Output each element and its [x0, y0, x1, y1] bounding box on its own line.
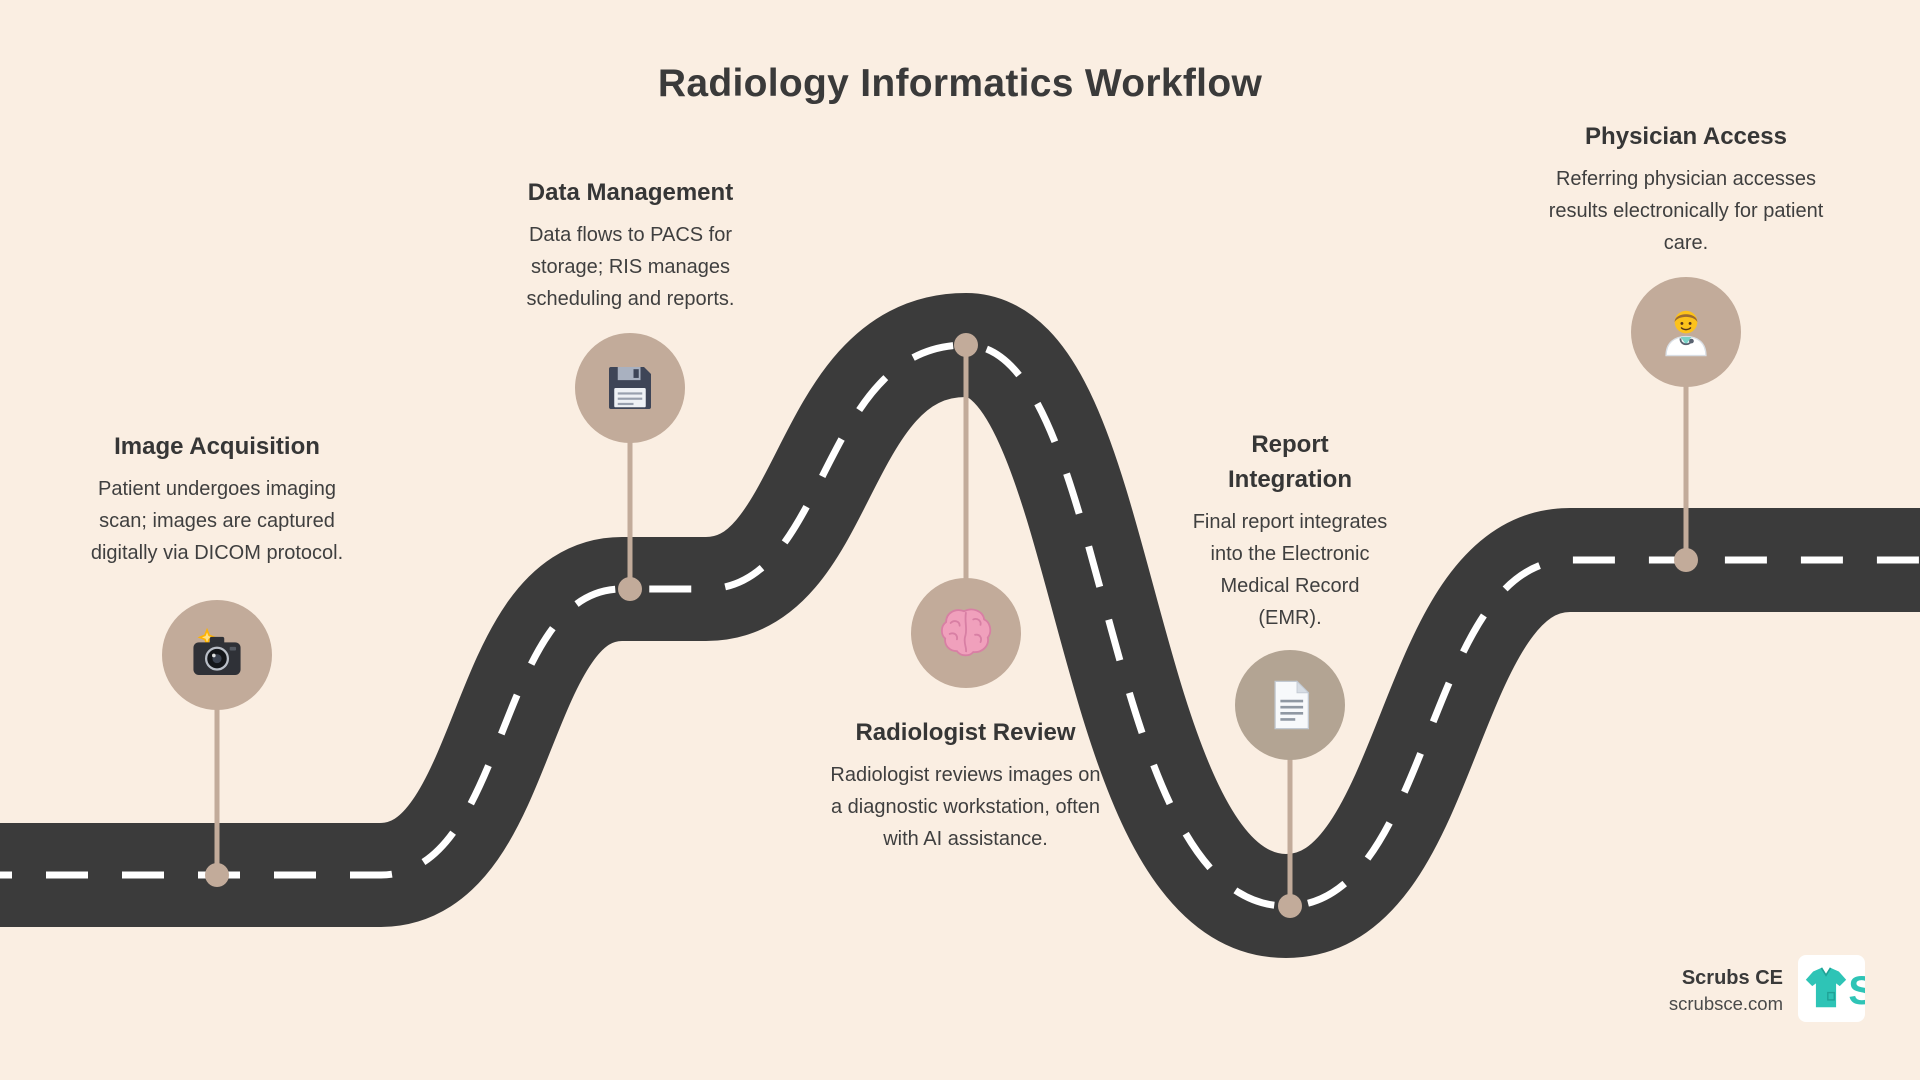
floppy-disk-icon	[609, 367, 651, 409]
milestone-report-integration: Report Integration Final report integrat…	[1192, 428, 1388, 634]
milestone-dot-2	[618, 577, 642, 601]
milestone-physician-access: Physician Access Referring physician acc…	[1541, 120, 1831, 259]
milestone-title: Image Acquisition	[114, 433, 320, 460]
milestone-image-acquisition: Image Acquisition Patient undergoes imag…	[77, 430, 357, 569]
milestone-title: Report Integration	[1228, 431, 1352, 493]
milestone-dot-4	[1278, 894, 1302, 918]
milestone-description: Patient undergoes imaging scan; images a…	[90, 477, 344, 564]
milestone-radiologist-review: Radiologist Review Radiologist reviews i…	[823, 716, 1108, 855]
milestone-dot-5	[1674, 548, 1698, 572]
document-icon	[1274, 680, 1310, 730]
milestone-dot-1	[205, 863, 229, 887]
milestone-node-floppy	[575, 333, 685, 443]
footer-branding: Scrubs CE scrubsce.com	[1669, 965, 1783, 1017]
milestone-dot-3	[954, 333, 978, 357]
milestone-data-management: Data Management Data flows to PACS for s…	[508, 176, 753, 315]
brand-name: Scrubs CE	[1681, 967, 1783, 989]
milestone-node-brain	[911, 578, 1021, 688]
milestone-node-document	[1235, 650, 1345, 760]
brand-logo-letter: S	[1848, 969, 1865, 1013]
scrub-top-icon	[1805, 967, 1847, 1008]
camera-flash-icon	[193, 627, 241, 675]
milestone-description: Referring physician accesses results ele…	[1548, 167, 1824, 254]
milestone-title: Data Management	[527, 179, 734, 206]
brand-logo: S	[1798, 955, 1865, 1022]
milestone-title: Physician Access	[1585, 123, 1787, 150]
milestone-description: Final report integrates into the Electro…	[1192, 510, 1388, 629]
road-center-dashes	[0, 341, 1920, 910]
milestone-description: Data flows to PACS for storage; RIS mana…	[526, 223, 735, 310]
milestone-title: Radiologist Review	[855, 719, 1076, 746]
brand-website: scrubsce.com	[1668, 993, 1783, 1014]
male-doctor-icon	[1665, 310, 1707, 357]
page-title: Radiology Informatics Workflow	[657, 62, 1263, 105]
milestone-node-doctor	[1631, 277, 1741, 387]
milestone-description: Radiologist reviews images on a diagnost…	[830, 763, 1101, 850]
brain-icon	[940, 608, 992, 657]
milestone-node-camera	[162, 600, 272, 710]
